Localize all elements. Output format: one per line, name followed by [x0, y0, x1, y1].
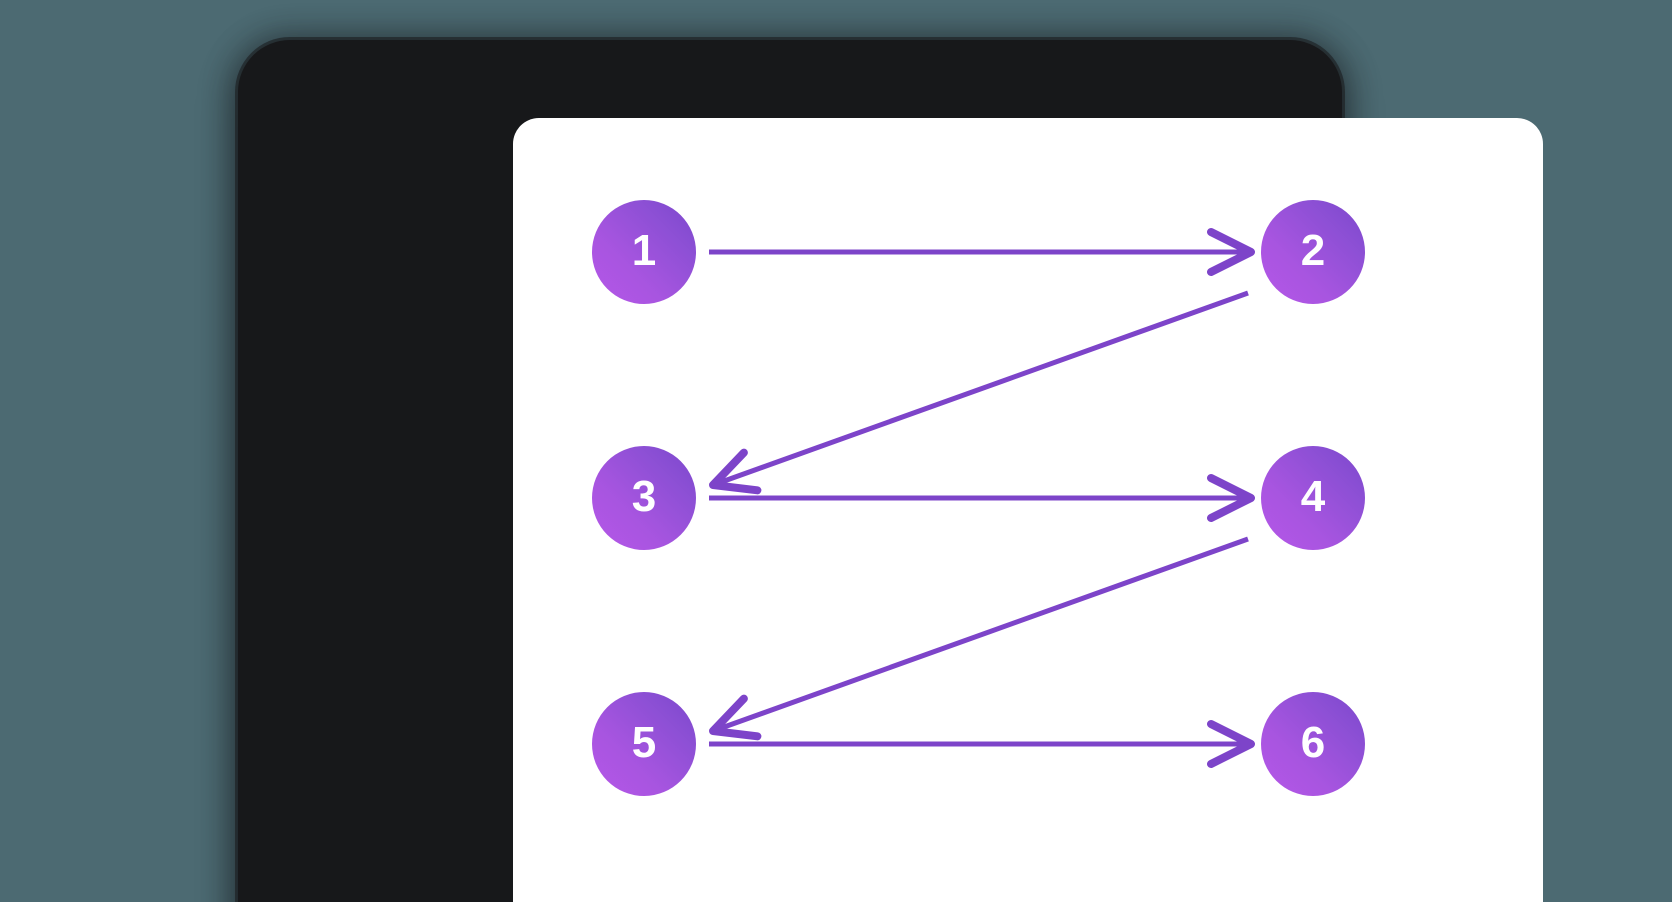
- node-1[interactable]: 1: [592, 200, 696, 304]
- node-2[interactable]: 2: [1261, 200, 1365, 304]
- edge-4-to-5: [709, 536, 1249, 741]
- edge-2-to-3: [709, 290, 1249, 495]
- node-1-label: 1: [631, 226, 657, 275]
- node-3[interactable]: 3: [592, 446, 696, 550]
- node-2-label: 2: [1300, 226, 1326, 275]
- node-6-label: 6: [1300, 718, 1326, 767]
- node-4-label: 4: [1300, 472, 1326, 521]
- device-screen: 1 2 3 4 5 6: [513, 118, 1543, 902]
- node-3-label: 3: [631, 472, 657, 521]
- node-5[interactable]: 5: [592, 692, 696, 796]
- device-frame: 1 2 3 4 5 6: [238, 40, 1543, 902]
- node-6[interactable]: 6: [1261, 692, 1365, 796]
- edge-layer: [709, 228, 1255, 768]
- node-4[interactable]: 4: [1261, 446, 1365, 550]
- flow-diagram: 1 2 3 4 5 6: [513, 118, 1543, 902]
- node-5-label: 5: [631, 718, 657, 767]
